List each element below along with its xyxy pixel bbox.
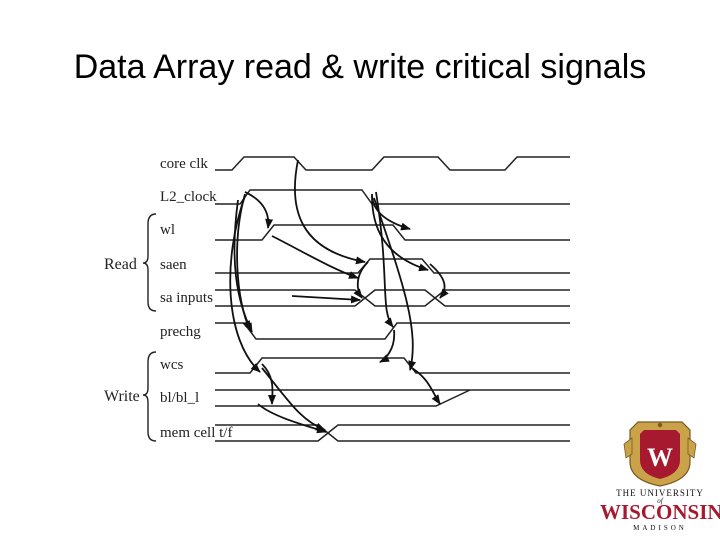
arrow-saen-to-sa [353, 261, 369, 299]
arrow-l2-fall-to-prechg [375, 191, 394, 328]
signal-label-core-clk: core clk [160, 156, 208, 172]
arrow-saen-fall-to-sa [429, 263, 449, 299]
signal-label-saen: saen [160, 257, 187, 273]
arrow-l2-to-wcs [229, 195, 261, 373]
signal-label-wcs: wcs [160, 357, 183, 373]
signal-label-wl: wl [160, 222, 175, 238]
svg-text:W: W [647, 443, 673, 472]
arrow-l2-to-wl [244, 191, 274, 229]
waveform-mem-cell [215, 424, 570, 442]
arrow-l2-fall-to-wcs [373, 197, 417, 371]
group-label-write: Write [104, 388, 140, 405]
bracket-write [142, 351, 157, 442]
signal-label-bl-bl: bl/bl_l [160, 390, 199, 406]
waveform-prechg [215, 322, 570, 340]
arrow-l2-to-prechg-2 [233, 199, 253, 333]
crest-icon: W [623, 421, 697, 487]
signal-label-prechg: prechg [160, 324, 201, 340]
arrow-prechg-to-wcs [379, 329, 396, 363]
bracket-read [142, 213, 157, 312]
logo-line-madison: MADISON [633, 524, 687, 532]
slide-title: Data Array read & write critical signals [73, 48, 647, 86]
arrow-wl-to-sa-inputs [291, 295, 361, 304]
arrow-bl-to-memcell [257, 403, 327, 434]
signal-label-mem-cell: mem cell t/f [160, 425, 232, 441]
logo-line-wisconsin: WISCONSIN [600, 500, 720, 524]
arrow-wcs-fall-to-bl [411, 367, 441, 405]
waveform-saen [215, 258, 570, 274]
arrow-wcs-to-bl [261, 363, 277, 405]
signal-label-sa-inputs: sa inputs [160, 290, 213, 306]
waveform-core-clk [215, 156, 570, 171]
waveform-sa-inputs [215, 289, 570, 307]
signal-label-l2-clock: L2_clock [160, 189, 217, 205]
logo-line-university: THE UNIVERSITY [616, 488, 704, 498]
waveform-l2-clock [215, 189, 570, 205]
university-logo: W THE UNIVERSITY of WISCONSIN MADISON [600, 418, 720, 540]
logo-line-of: of [657, 497, 663, 505]
arrow-l2-fall-to-saen [371, 195, 429, 272]
arrow-clk-to-saen [294, 159, 366, 265]
waveform-wl [215, 224, 570, 241]
arrow-wl-to-sa [271, 235, 359, 279]
group-label-read: Read [104, 256, 137, 273]
waveform-bl-bl [215, 389, 570, 407]
waveform-wcs [215, 357, 570, 374]
